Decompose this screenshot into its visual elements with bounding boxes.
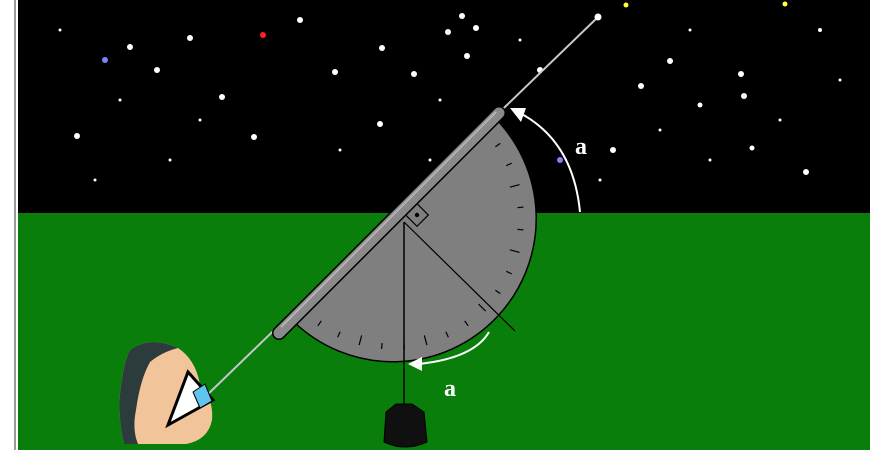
star [689, 29, 692, 32]
star [459, 13, 465, 19]
star [439, 99, 442, 102]
star [738, 71, 744, 77]
plumb-bob-icon [384, 404, 427, 447]
star [102, 57, 108, 63]
star [339, 149, 342, 152]
star [94, 179, 97, 182]
star [779, 119, 782, 122]
star [187, 35, 193, 41]
star [741, 93, 747, 99]
star [59, 29, 62, 32]
star [473, 25, 479, 31]
star [803, 169, 809, 175]
star [698, 103, 703, 108]
star [74, 133, 80, 139]
star [638, 83, 644, 89]
star [445, 29, 451, 35]
star [127, 44, 133, 50]
star [557, 157, 563, 163]
degree-tick [382, 343, 383, 349]
star [199, 119, 202, 122]
star [377, 121, 383, 127]
star [818, 28, 822, 32]
star [119, 99, 122, 102]
star [169, 159, 172, 162]
target-star [595, 14, 602, 21]
star [251, 134, 257, 140]
star [411, 71, 417, 77]
plumb-angle-label: a [444, 376, 456, 402]
star [429, 159, 432, 162]
star [750, 146, 755, 151]
degree-tick [518, 207, 524, 208]
sky-angle-label: a [575, 134, 587, 160]
degree-tick [518, 229, 524, 230]
star [659, 129, 662, 132]
star [667, 58, 673, 64]
star [332, 69, 338, 75]
star [219, 94, 225, 100]
star [519, 39, 522, 42]
star [709, 159, 712, 162]
star [839, 79, 842, 82]
star [297, 17, 303, 23]
star [260, 32, 266, 38]
star [610, 147, 616, 153]
pivot-point [415, 213, 419, 217]
star [154, 67, 160, 73]
star [379, 45, 385, 51]
star [599, 179, 602, 182]
star [783, 2, 788, 7]
star [624, 3, 629, 8]
star [464, 53, 470, 59]
